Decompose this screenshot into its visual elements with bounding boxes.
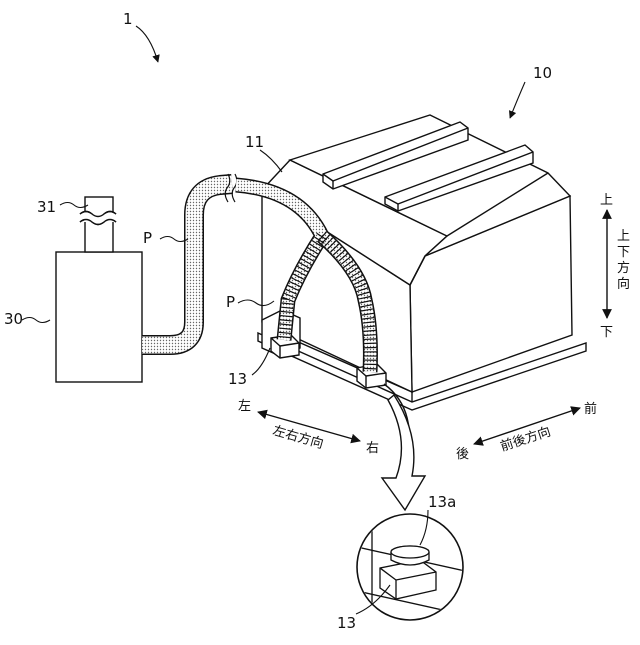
dir-left: 左 — [238, 399, 251, 414]
dir-updown-1: 上 — [617, 229, 630, 244]
dir-up: 上 — [600, 193, 613, 208]
label-detail-connector: 13 — [337, 614, 356, 632]
dir-updown-3: 方 — [617, 260, 630, 276]
label-detail-port: 13a — [428, 493, 456, 511]
dir-front-back: 前後方向 — [498, 424, 552, 455]
dir-back: 後 — [456, 447, 469, 462]
dir-right: 右 — [366, 441, 379, 456]
dir-updown-4: 向 — [617, 276, 630, 292]
label-case-body: 11 — [245, 133, 264, 151]
dir-left-right: 左右方向 — [271, 422, 325, 452]
cooler-unit — [56, 197, 142, 382]
label-cooler-duct: 31 — [37, 198, 56, 216]
label-pipe-lower: P — [226, 293, 235, 311]
main-pipe — [142, 174, 237, 345]
label-pipe-upper: P — [143, 229, 152, 247]
label-connector: 13 — [228, 370, 247, 388]
cooler-body — [56, 252, 142, 382]
dir-down: 下 — [600, 325, 613, 340]
label-cooler: 30 — [4, 310, 23, 328]
dir-front: 前 — [584, 401, 597, 417]
dir-updown-2: 下 — [617, 245, 630, 260]
label-system: 1 — [123, 10, 133, 28]
label-battery-unit: 10 — [533, 64, 552, 82]
